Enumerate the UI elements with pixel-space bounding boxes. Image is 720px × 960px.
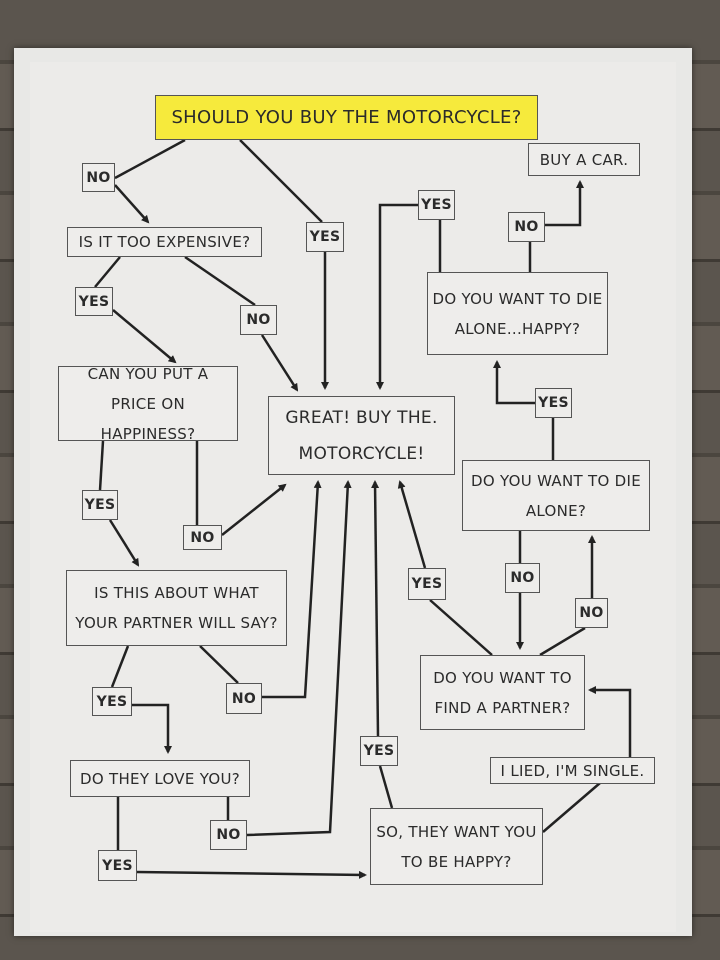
connector-line <box>114 138 186 180</box>
label-no: No <box>210 820 247 850</box>
node-die-alone-happy: Do you want to die alone...happy? <box>427 272 608 355</box>
node-text: So, they want you to be happy? <box>376 822 537 871</box>
title-text: Should you buy the motorcycle? <box>171 106 522 128</box>
connector-arrow <box>114 184 150 224</box>
connector-line <box>199 645 239 684</box>
connector-arrow <box>493 360 535 405</box>
node-text: Can you put a price on happiness? <box>87 364 209 443</box>
connector-line <box>94 256 121 288</box>
label-no: No <box>505 563 540 593</box>
connector-line <box>378 765 394 809</box>
node-partner-say: Is this about what your partner will say… <box>66 570 287 646</box>
node-text: Do they love you? <box>79 769 241 788</box>
connector-line <box>542 782 601 833</box>
title-box: Should you buy the motorcycle? <box>155 95 538 140</box>
node-text: Do you want to die alone...happy? <box>432 289 603 338</box>
label-yes: Yes <box>360 736 398 766</box>
connector-line <box>539 626 586 657</box>
node-great-buy: Great! Buy the. Motorcycle! <box>268 396 455 475</box>
node-buy-car: Buy a car. <box>528 143 640 176</box>
node-too-expensive: Is it too expensive? <box>67 227 262 257</box>
connector-line <box>184 255 256 307</box>
node-want-happy: So, they want you to be happy? <box>370 808 543 885</box>
label-yes: Yes <box>75 287 113 316</box>
connector-arrow <box>112 309 177 364</box>
connector-arrow <box>371 480 380 737</box>
node-text: Is this about what your partner will say… <box>75 584 278 632</box>
label-no: No <box>240 305 277 335</box>
label-no: No <box>226 683 262 714</box>
node-love-you: Do they love you? <box>70 760 250 797</box>
label-yes: Yes <box>418 190 455 220</box>
connector-line <box>429 599 493 656</box>
node-text: Do you want to find a partner? <box>433 668 572 717</box>
connector-arrow <box>260 334 299 392</box>
connector-arrow <box>108 519 140 567</box>
connector-arrow <box>136 870 367 879</box>
node-die-alone: Do you want to die alone? <box>462 460 650 531</box>
connector-arrow <box>132 703 172 754</box>
connector-arrow <box>246 480 352 837</box>
connector-arrow <box>221 483 287 536</box>
node-text: Buy a car. <box>539 150 629 169</box>
label-yes: Yes <box>92 687 132 716</box>
connector-arrow <box>262 480 322 699</box>
label-yes: Yes <box>306 222 344 252</box>
node-find-partner: Do you want to find a partner? <box>420 655 585 730</box>
connector-arrow <box>397 480 427 569</box>
label-yes: Yes <box>535 388 572 418</box>
node-text: Great! Buy the. Motorcycle! <box>285 407 438 464</box>
connector-line <box>239 139 323 223</box>
connector-arrow <box>376 203 418 390</box>
label-no: No <box>508 212 545 242</box>
connector-line <box>98 440 105 491</box>
node-text: I lied, I'm single. <box>500 761 645 780</box>
label-yes: Yes <box>82 490 118 520</box>
connector-arrow <box>545 180 584 227</box>
connector-line <box>110 645 130 688</box>
node-text: Is it too expensive? <box>78 233 251 251</box>
label-no: No <box>575 598 608 628</box>
connector-arrow <box>588 686 632 757</box>
node-price-happiness: Can you put a price on happiness? <box>58 365 238 443</box>
node-lied-single: I lied, I'm single. <box>490 757 655 784</box>
label-yes: Yes <box>98 850 137 881</box>
node-text: Do you want to die alone? <box>470 471 642 520</box>
label-yes: Yes <box>408 568 446 600</box>
label-no: No <box>82 163 115 192</box>
label-no: No <box>183 525 222 550</box>
